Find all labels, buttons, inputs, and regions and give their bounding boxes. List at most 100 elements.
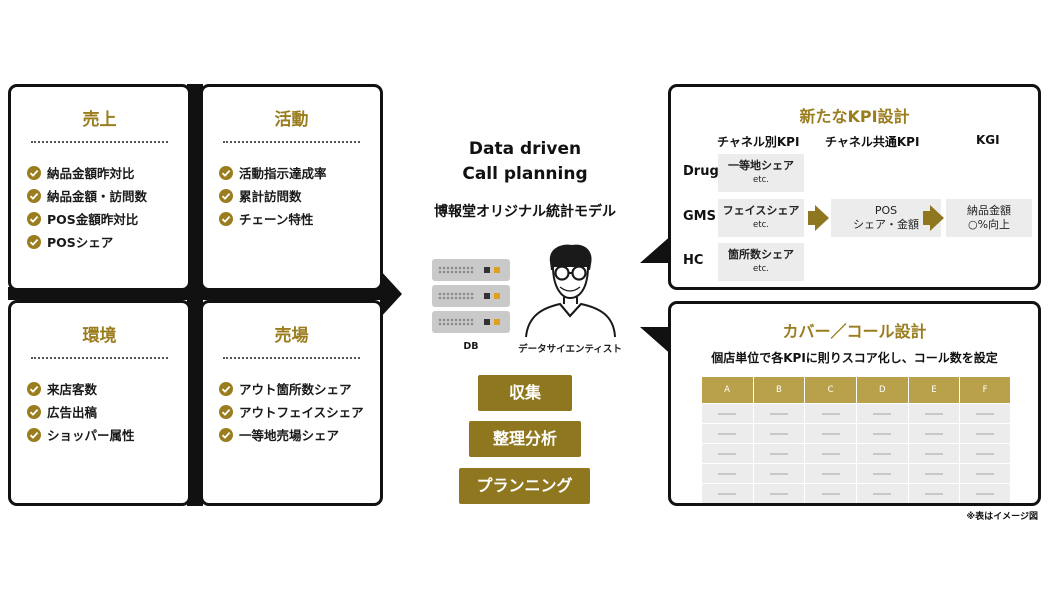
card-title: 活動 xyxy=(274,110,309,130)
item-label: POSシェア xyxy=(47,235,114,250)
table-row xyxy=(701,482,1010,503)
kpi-title: 新たなKPI設計 xyxy=(799,107,910,126)
kpi-cell-drug: 一等地シェア etc. xyxy=(718,154,804,192)
list-item: 納品金額昨対比 xyxy=(27,161,147,184)
item-label: 納品金額昨対比 xyxy=(47,166,135,181)
cell-text: 箇所数シェア xyxy=(728,248,794,261)
item-label: ショッパー属性 xyxy=(47,428,135,443)
data-scientist-icon xyxy=(525,244,616,338)
check-icon xyxy=(219,165,233,180)
check-icon xyxy=(219,427,233,442)
cell-note: etc. xyxy=(753,175,769,185)
center-title-line2: Call planning xyxy=(462,164,588,184)
cell-text: POS xyxy=(874,204,898,217)
column-header: E xyxy=(907,377,960,403)
kpi-cell-common: POS シェア・金額 xyxy=(831,199,941,237)
list-item: 活動指示達成率 xyxy=(219,161,327,184)
list-item: 広告出稿 xyxy=(27,400,135,423)
item-label: 来店客数 xyxy=(47,382,98,397)
check-icon xyxy=(219,188,233,203)
list-item: POS金額昨対比 xyxy=(27,207,147,230)
list-item: チェーン特性 xyxy=(219,207,327,230)
arrow-stem xyxy=(923,211,931,225)
cell-text: シェア・金額 xyxy=(853,218,919,231)
kpi-header-kgi: KGI xyxy=(976,133,1000,147)
list-item: ショッパー属性 xyxy=(27,423,135,446)
score-table-image: A B C D E F xyxy=(701,377,1010,503)
arrow-right-icon xyxy=(380,270,402,318)
cover-subtitle: 個店単位で各KPIに則りスコア化し、コール数を設定 xyxy=(711,351,998,365)
card-kpi-design: 新たなKPI設計 チャネル別KPI チャネル共通KPI KGI Drug GMS… xyxy=(668,84,1041,290)
cell-text: ○%向上 xyxy=(967,218,1011,231)
list-item: 来店客数 xyxy=(27,377,135,400)
item-label: 活動指示達成率 xyxy=(239,166,327,181)
check-icon xyxy=(27,234,41,249)
item-label: アウトフェイスシェア xyxy=(239,405,364,420)
check-icon xyxy=(27,427,41,442)
list-item: アウトフェイスシェア xyxy=(219,400,364,423)
divider xyxy=(223,357,360,359)
column-header: A xyxy=(701,377,754,403)
check-icon xyxy=(27,381,41,396)
row-label-gms: GMS xyxy=(683,209,716,224)
divider xyxy=(31,141,168,143)
kpi-cell-hc: 箇所数シェア etc. xyxy=(718,243,804,281)
arrow-right-icon xyxy=(930,205,944,231)
list-item: 一等地売場シェア xyxy=(219,423,364,446)
check-icon xyxy=(219,211,233,226)
item-list: 来店客数 広告出稿 ショッパー属性 xyxy=(27,377,135,446)
cover-title: カバー／コール設計 xyxy=(782,322,927,341)
divider xyxy=(223,141,360,143)
step-analyze: 整理分析 xyxy=(469,421,581,457)
list-item: 累計訪問数 xyxy=(219,184,327,207)
item-label: 一等地売場シェア xyxy=(239,428,340,443)
list-item: 納品金額・訪問数 xyxy=(27,184,147,207)
arrow-right-icon xyxy=(815,205,829,231)
cell-text: 一等地シェア xyxy=(728,159,794,172)
card-title: 環境 xyxy=(82,326,117,346)
check-icon xyxy=(219,381,233,396)
card-title: 売場 xyxy=(274,326,309,346)
column-header: F xyxy=(959,377,1010,403)
column-header: C xyxy=(804,377,857,403)
check-icon xyxy=(219,404,233,419)
connector-bar-vertical xyxy=(187,84,203,506)
arrow-stem xyxy=(808,211,816,225)
list-item: アウト箇所数シェア xyxy=(219,377,364,400)
item-list: アウト箇所数シェア アウトフェイスシェア 一等地売場シェア xyxy=(219,377,364,446)
kpi-header-common: チャネル共通KPI xyxy=(825,135,920,149)
card-storefront: 売場 アウト箇所数シェア アウトフェイスシェア 一等地売場シェア xyxy=(200,300,383,506)
step-planning: プランニング xyxy=(459,468,590,504)
step-collect: 収集 xyxy=(478,375,572,411)
row-label-drug: Drug xyxy=(683,164,719,179)
card-sales: 売上 納品金額昨対比 納品金額・訪問数 POS金額昨対比 POSシェア xyxy=(8,84,191,291)
card-activity: 活動 活動指示達成率 累計訪問数 チェーン特性 xyxy=(200,84,383,291)
data-scientist-label: データサイエンティスト xyxy=(518,344,622,355)
image-note: ※表はイメージ図 xyxy=(966,512,1038,522)
cell-text: 納品金額 xyxy=(967,204,1011,217)
table-row xyxy=(701,422,1010,443)
list-item: POSシェア xyxy=(27,230,147,253)
model-subtitle: 博報堂オリジナル統計モデル xyxy=(434,204,616,220)
divider xyxy=(31,357,168,359)
cell-note: etc. xyxy=(753,220,769,230)
kpi-cell-gms: フェイスシェア etc. xyxy=(718,199,804,237)
item-label: アウト箇所数シェア xyxy=(239,382,352,397)
item-label: チェーン特性 xyxy=(239,212,314,227)
table-row xyxy=(701,462,1010,483)
card-cover-call-design: カバー／コール設計 個店単位で各KPIに則りスコア化し、コール数を設定 A B … xyxy=(668,301,1041,506)
center-title-line1: Data driven xyxy=(468,139,582,159)
column-header: D xyxy=(855,377,909,403)
db-label: DB xyxy=(463,341,479,352)
check-icon xyxy=(27,404,41,419)
row-label-hc: HC xyxy=(683,253,704,268)
column-header: B xyxy=(752,377,805,403)
item-label: POS金額昨対比 xyxy=(47,212,139,227)
check-icon xyxy=(27,211,41,226)
item-list: 納品金額昨対比 納品金額・訪問数 POS金額昨対比 POSシェア xyxy=(27,161,147,253)
kpi-header-channel: チャネル別KPI xyxy=(717,135,800,149)
item-label: 広告出稿 xyxy=(47,405,98,420)
kpi-cell-kgi: 納品金額 ○%向上 xyxy=(946,199,1032,237)
check-icon xyxy=(27,165,41,180)
table-row xyxy=(701,442,1010,463)
